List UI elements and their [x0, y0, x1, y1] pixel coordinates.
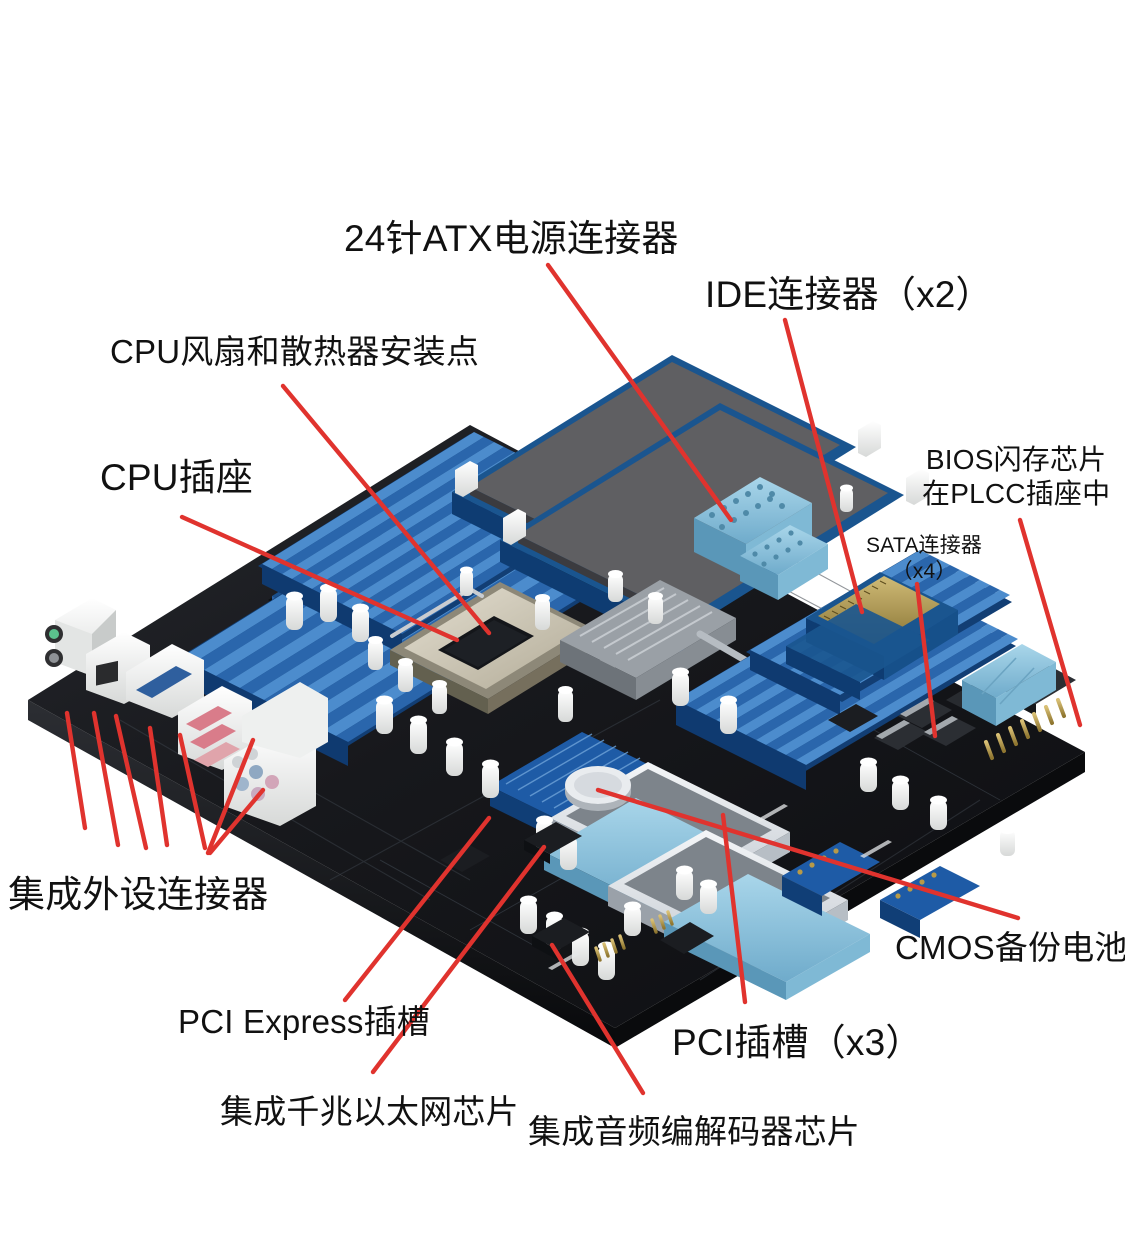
- label-atx-power: 24针ATX电源连接器: [344, 218, 679, 259]
- label-audio-codec-chip: 集成音频编解码器芯片: [528, 1113, 860, 1150]
- label-gigabit-lan-chip: 集成千兆以太网芯片: [220, 1093, 519, 1130]
- label-cpu-socket: CPU插座: [100, 457, 254, 498]
- label-sata-connectors: SATA连接器 （x4）: [866, 534, 983, 583]
- label-bios-plcc: BIOS闪存芯片 在PLCC插座中: [922, 444, 1111, 510]
- label-pci-slots: PCI插槽（x3）: [672, 1022, 923, 1063]
- label-peripheral-connectors: 集成外设连接器: [8, 874, 269, 915]
- label-cmos-battery: CMOS备份电池: [895, 929, 1125, 966]
- label-ide-connectors: IDE连接器（x2）: [705, 274, 993, 315]
- label-pci-express-slot: PCI Express插槽: [178, 1003, 430, 1040]
- label-cpu-fan-mount: CPU风扇和散热器安装点: [110, 333, 480, 370]
